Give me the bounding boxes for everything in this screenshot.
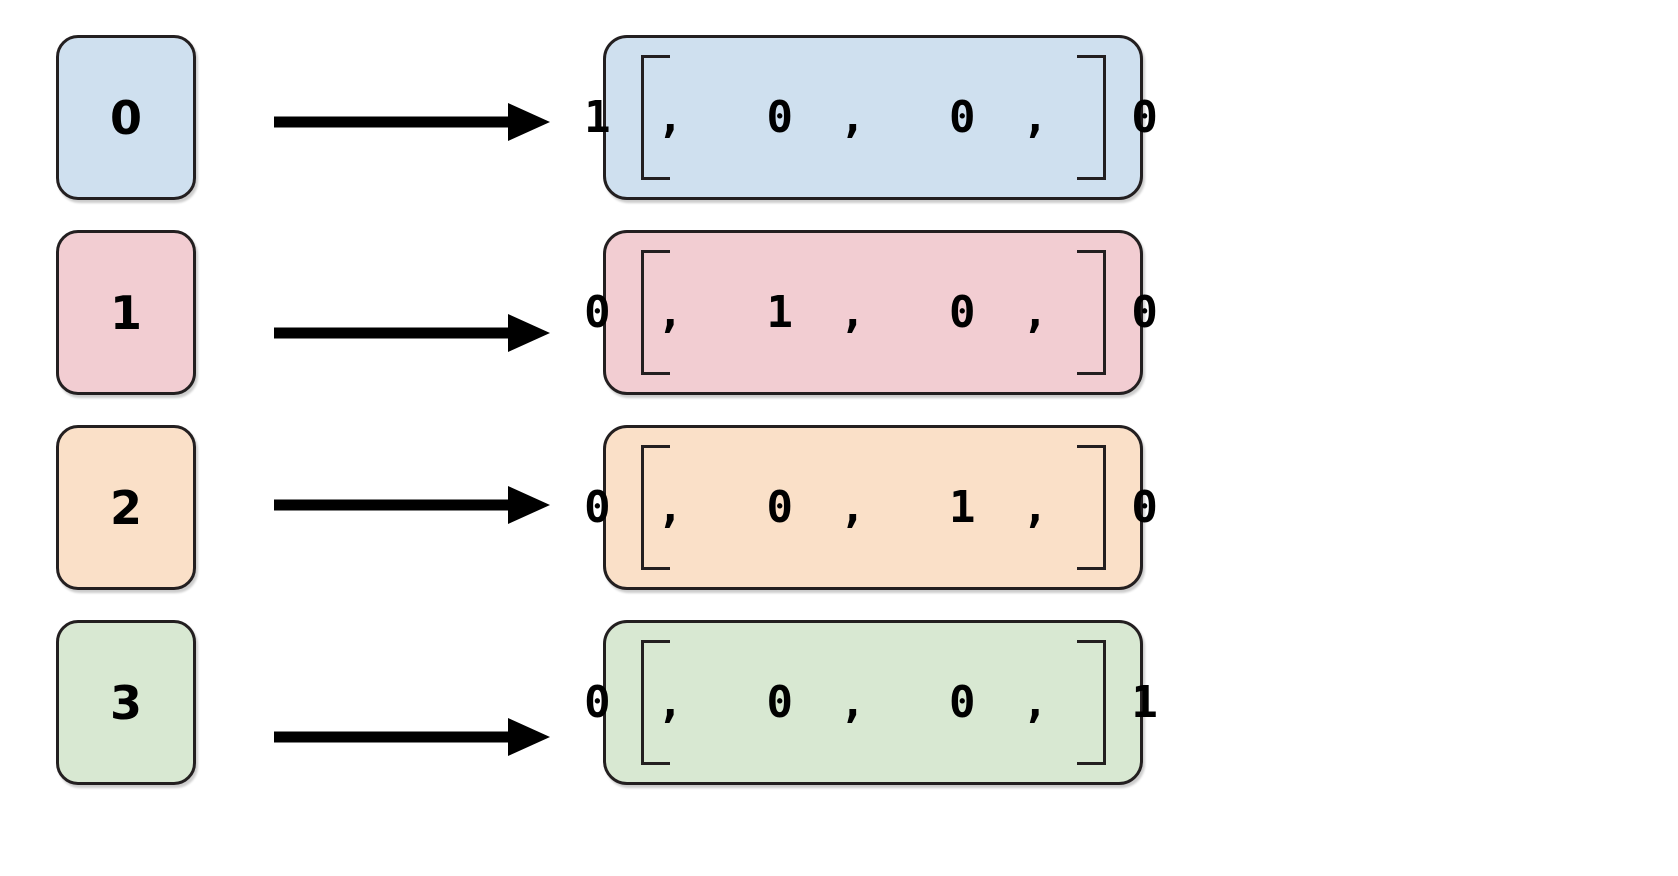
- bracket-group: 0 , 0 , 1 , 0: [584, 445, 1158, 570]
- vector-text: 0 , 0 , 0 , 1: [584, 677, 1168, 728]
- vector-box-2: 0 , 0 , 1 , 0: [584, 425, 1158, 590]
- bracket-group: 1 , 0 , 0 , 0: [584, 55, 1158, 180]
- label-box-2: 2: [56, 425, 196, 590]
- square-bracket-icon-left: [640, 250, 670, 375]
- label-box-text: 2: [109, 480, 142, 535]
- label-box-3: 3: [56, 620, 196, 785]
- vector-box-3: 0 , 0 , 0 , 1: [584, 620, 1158, 785]
- label-box-text: 0: [109, 90, 142, 145]
- right-arrow-icon: [274, 314, 550, 352]
- vector-text: 0 , 1 , 0 , 0: [584, 287, 1168, 338]
- square-bracket-icon-left: [640, 640, 670, 765]
- label-box-0: 0: [56, 35, 196, 200]
- vector-box-0: 1 , 0 , 0 , 0: [584, 35, 1158, 200]
- vector-text: 0 , 0 , 1 , 0: [584, 482, 1168, 533]
- square-bracket-icon-right: [1076, 445, 1106, 570]
- bracket-group: 0 , 1 , 0 , 0: [584, 250, 1158, 375]
- square-bracket-icon-right: [1076, 250, 1106, 375]
- square-bracket-icon-left: [640, 445, 670, 570]
- label-box-text: 3: [109, 675, 142, 730]
- bracket-group: 0 , 0 , 0 , 1: [584, 640, 1158, 765]
- vector-text: 1 , 0 , 0 , 0: [584, 92, 1168, 143]
- label-box-text: 1: [109, 285, 142, 340]
- right-arrow-icon: [274, 718, 550, 756]
- label-box-1: 1: [56, 230, 196, 395]
- right-arrow-icon: [274, 103, 550, 141]
- right-arrow-icon: [274, 486, 550, 524]
- square-bracket-icon-right: [1076, 640, 1106, 765]
- square-bracket-icon-left: [640, 55, 670, 180]
- vector-box-1: 0 , 1 , 0 , 0: [584, 230, 1158, 395]
- square-bracket-icon-right: [1076, 55, 1106, 180]
